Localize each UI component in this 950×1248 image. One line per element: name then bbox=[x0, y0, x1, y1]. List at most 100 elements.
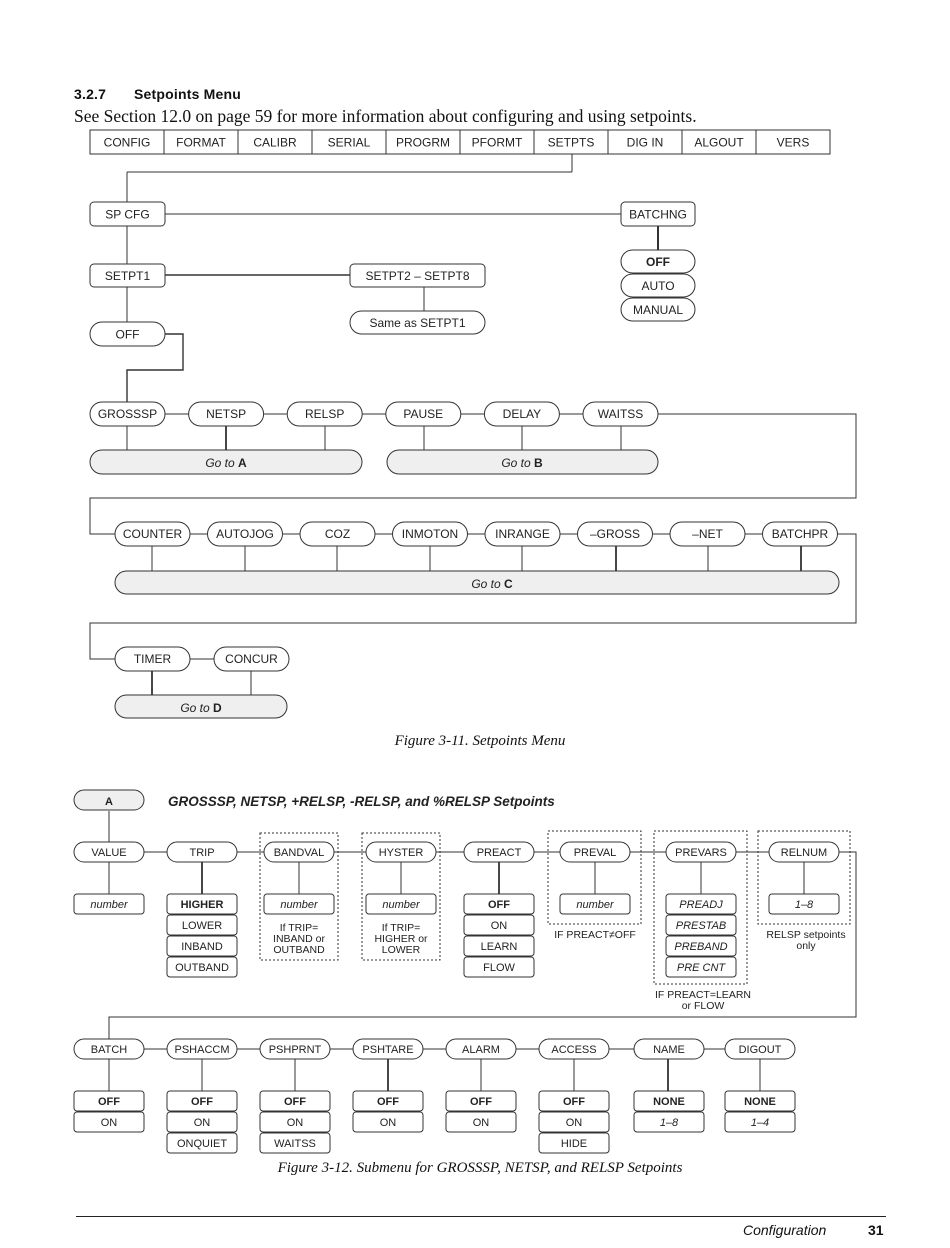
goto-c-bar: Go to C bbox=[114, 570, 840, 595]
trip-option-lower-label: LOWER bbox=[182, 920, 222, 932]
node-timer-label: TIMER bbox=[134, 652, 172, 666]
svg-text:Go to A: Go to A bbox=[205, 456, 247, 470]
node-batchpr-label: BATCHPR bbox=[772, 527, 829, 541]
goto-b-text: Go to bbox=[501, 456, 531, 470]
submenu-hyster-label: HYSTER bbox=[379, 847, 424, 859]
node-waitss: WAITSS bbox=[582, 401, 659, 427]
prevars-option-preadj-label: PREADJ bbox=[679, 899, 723, 911]
menu-tab-label: PROGRM bbox=[396, 136, 450, 150]
node-net: –NET bbox=[669, 521, 746, 547]
submenu-pshaccm-label: PSHACCM bbox=[174, 1044, 229, 1056]
prevars-note-2: or FLOW bbox=[682, 1000, 725, 1012]
trip-option-inband-label: INBAND bbox=[181, 941, 223, 953]
badge-a-label: A bbox=[105, 796, 113, 808]
node-counter: COUNTER bbox=[114, 521, 191, 547]
digout-option-none: NONE bbox=[724, 1090, 796, 1112]
node-inmoton: INMOTON bbox=[392, 521, 468, 547]
bandval-note-1: If TRIP= bbox=[280, 922, 319, 934]
prevars-option-pre-cnt: PRE CNT bbox=[665, 956, 737, 978]
submenu-preact-label: PREACT bbox=[477, 847, 522, 859]
relnum-note-2: only bbox=[796, 940, 816, 952]
node-relsp-label: RELSP bbox=[305, 407, 344, 421]
submenu-alarm-label: ALARM bbox=[462, 1044, 500, 1056]
pshprnt-option-on: ON bbox=[259, 1111, 331, 1133]
batch-option-off: OFF bbox=[73, 1090, 145, 1112]
name-option-none: NONE bbox=[633, 1090, 705, 1112]
menu-tab-label: SERIAL bbox=[328, 136, 371, 150]
prevars-option-prestab: PRESTAB bbox=[665, 914, 737, 936]
alarm-option-off-label: OFF bbox=[470, 1096, 492, 1108]
hyster-option-number: number bbox=[365, 893, 437, 915]
preact-option-learn: LEARN bbox=[463, 935, 535, 957]
node-delay: DELAY bbox=[483, 401, 560, 427]
digout-option-1-4-label: 1–4 bbox=[751, 1117, 769, 1129]
preact-option-on-label: ON bbox=[491, 920, 508, 932]
batchng-option-auto: AUTO bbox=[641, 279, 674, 293]
node-autojog-label: AUTOJOG bbox=[216, 527, 274, 541]
footer-section-label: Configuration bbox=[743, 1222, 827, 1238]
pshtare-option-on-label: ON bbox=[380, 1117, 397, 1129]
submenu-access: ACCESS bbox=[538, 1038, 610, 1060]
bandval-note-2: INBAND or bbox=[273, 933, 325, 945]
preact-option-off: OFF bbox=[463, 893, 535, 915]
goto-d-bar: Go to D bbox=[114, 694, 288, 719]
setpt1-label: SETPT1 bbox=[105, 269, 151, 283]
node-netsp-label: NETSP bbox=[206, 407, 246, 421]
preact-option-off-label: OFF bbox=[488, 899, 510, 911]
pshprnt-option-waitss: WAITSS bbox=[259, 1132, 331, 1154]
menu-tab-dig-in: DIG IN bbox=[607, 129, 683, 155]
menu-tab-label: CALIBR bbox=[253, 136, 297, 150]
submenu-digout-label: DIGOUT bbox=[739, 1044, 782, 1056]
node-waitss-label: WAITSS bbox=[598, 407, 644, 421]
pshaccm-option-off-label: OFF bbox=[191, 1096, 213, 1108]
section-number: 3.2.7 bbox=[74, 86, 107, 102]
value-option-number-label: number bbox=[90, 899, 129, 911]
pshprnt-option-off: OFF bbox=[259, 1090, 331, 1112]
pshtare-option-off: OFF bbox=[352, 1090, 424, 1112]
name-option-none-label: NONE bbox=[653, 1096, 685, 1108]
svg-text:Go to D: Go to D bbox=[180, 701, 222, 715]
figure-3-12-caption: Figure 3-12. Submenu for GROSSSP, NETSP,… bbox=[277, 1160, 683, 1176]
relnum-option-1-8: 1–8 bbox=[768, 893, 840, 915]
bandval-note-3: OUTBAND bbox=[273, 944, 325, 956]
access-option-off: OFF bbox=[538, 1090, 610, 1112]
submenu-pshprnt: PSHPRNT bbox=[259, 1038, 331, 1060]
prevars-option-preband-label: PREBAND bbox=[674, 941, 727, 953]
submenu-preval: PREVAL bbox=[559, 841, 631, 863]
menu-tab-label: DIG IN bbox=[627, 136, 664, 150]
prevars-option-prestab-label: PRESTAB bbox=[676, 920, 727, 932]
submenu-digout: DIGOUT bbox=[724, 1038, 796, 1060]
batch-option-on-label: ON bbox=[101, 1117, 118, 1129]
node-delay-label: DELAY bbox=[503, 407, 541, 421]
node-autojog: AUTOJOG bbox=[207, 521, 283, 547]
goto-d-text: Go to bbox=[180, 701, 210, 715]
menu-tab-setpts: SETPTS bbox=[533, 129, 609, 155]
menu-tab-label: SETPTS bbox=[548, 136, 595, 150]
access-option-on: ON bbox=[538, 1111, 610, 1133]
node-sp-cfg: SP CFG bbox=[89, 201, 166, 227]
submenu-preact: PREACT bbox=[463, 841, 535, 863]
hyster-option-number-label: number bbox=[382, 899, 421, 911]
pshaccm-option-onquiet-label: ONQUIET bbox=[177, 1138, 227, 1150]
menu-tab-algout: ALGOUT bbox=[681, 129, 757, 155]
pshaccm-option-on-label: ON bbox=[194, 1117, 211, 1129]
access-option-on-label: ON bbox=[566, 1117, 583, 1129]
bandval-option-number: number bbox=[263, 893, 335, 915]
goto-a-letter: A bbox=[238, 456, 247, 470]
menu-tab-config: CONFIG bbox=[89, 129, 165, 155]
submenu-access-label: ACCESS bbox=[551, 1044, 596, 1056]
goto-b-bar: Go to B bbox=[386, 449, 659, 475]
submenu-value: VALUE bbox=[73, 841, 145, 863]
pshprnt-option-off-label: OFF bbox=[284, 1096, 306, 1108]
pshaccm-option-onquiet: ONQUIET bbox=[166, 1132, 238, 1154]
menu-tab-pformt: PFORMT bbox=[459, 129, 535, 155]
figure-3-12-title: GROSSSP, NETSP, +RELSP, -RELSP, and %REL… bbox=[168, 794, 555, 809]
submenu-notes: If TRIP= INBAND or OUTBAND If TRIP= HIGH… bbox=[273, 922, 846, 1012]
node-pause: PAUSE bbox=[385, 401, 462, 427]
submenu-options-row-2: OFFONOFFONONQUIETOFFONWAITSSOFFONOFFONOF… bbox=[73, 1090, 796, 1154]
